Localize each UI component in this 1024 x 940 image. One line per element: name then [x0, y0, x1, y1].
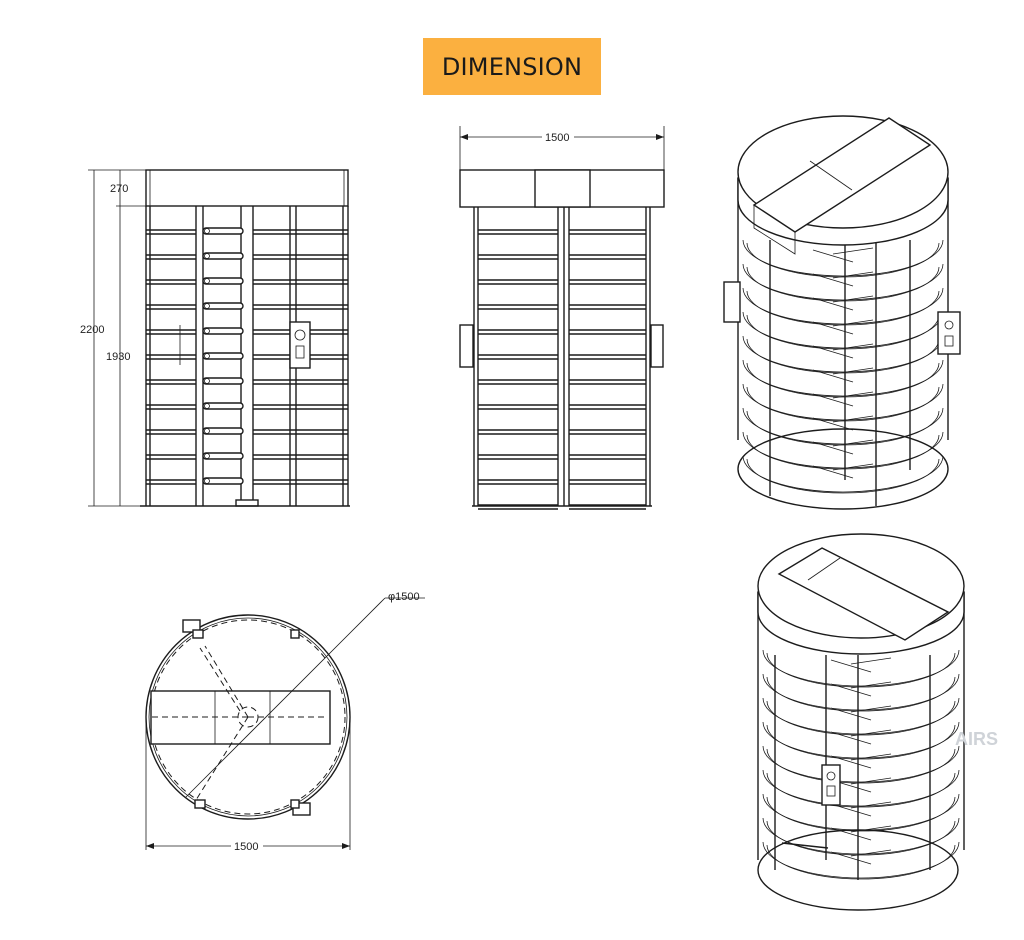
side-arm — [202, 377, 244, 385]
watermark: AIRS — [955, 729, 998, 749]
front-view: 1500 — [459, 126, 665, 510]
dim-label-top: 270 — [110, 183, 128, 195]
rotor-arm — [812, 465, 854, 479]
side-top-cover — [145, 169, 349, 207]
rotor-arm — [830, 755, 872, 769]
side-card-reader — [289, 321, 311, 369]
side-arm — [202, 427, 244, 435]
front-left-reader — [459, 324, 474, 368]
rotor-arm — [812, 393, 854, 407]
front-right-reader — [650, 324, 664, 368]
dimension-title-badge: DIMENSION — [423, 38, 601, 95]
rotor-arm — [812, 273, 854, 287]
side-arm — [202, 252, 244, 260]
rotor-arm — [830, 803, 872, 817]
dim-label-total: 2200 — [80, 324, 104, 336]
rotor-arm — [812, 369, 854, 383]
rotor-arm — [830, 683, 872, 697]
rotor-arm — [812, 417, 854, 431]
rotor-arm — [812, 297, 854, 311]
dimension-title: DIMENSION — [441, 52, 583, 81]
ring — [742, 335, 944, 373]
ring — [742, 431, 944, 469]
ring — [742, 287, 944, 325]
side-arm — [202, 402, 244, 410]
rotor-arm — [830, 851, 872, 865]
dim-label-diameter: φ1500 — [388, 591, 420, 603]
side-arm — [202, 277, 244, 285]
side-bars — [146, 227, 348, 485]
side-arm — [202, 302, 244, 310]
rotor-arm — [830, 731, 872, 745]
rotor-arm — [812, 321, 854, 335]
ring — [742, 311, 944, 349]
rotor-arm — [812, 345, 854, 359]
front-bars — [478, 229, 646, 510]
rotor-arm — [812, 249, 854, 263]
dim-label-body: 1930 — [106, 351, 130, 363]
plan-view: φ1500 1500 — [145, 591, 425, 853]
dim-label-plan-width: 1500 — [234, 841, 258, 853]
rotor-arm — [830, 659, 872, 673]
side-arm — [202, 227, 244, 235]
side-arm — [202, 452, 244, 460]
ring — [742, 359, 944, 397]
rotor-arm — [812, 441, 854, 455]
ring — [742, 263, 944, 301]
dim-label-front-width: 1500 — [545, 132, 569, 144]
rotor-arm — [830, 827, 872, 841]
side-arm — [202, 352, 244, 360]
ring — [742, 383, 944, 421]
side-arm — [202, 327, 244, 335]
side-view: 270 2200 1930 — [80, 169, 350, 507]
ring — [742, 455, 944, 493]
iso-view-top — [723, 115, 961, 510]
iso-view-bottom: AIRS — [757, 533, 998, 911]
rotor-arm — [830, 707, 872, 721]
side-arm — [202, 477, 244, 485]
